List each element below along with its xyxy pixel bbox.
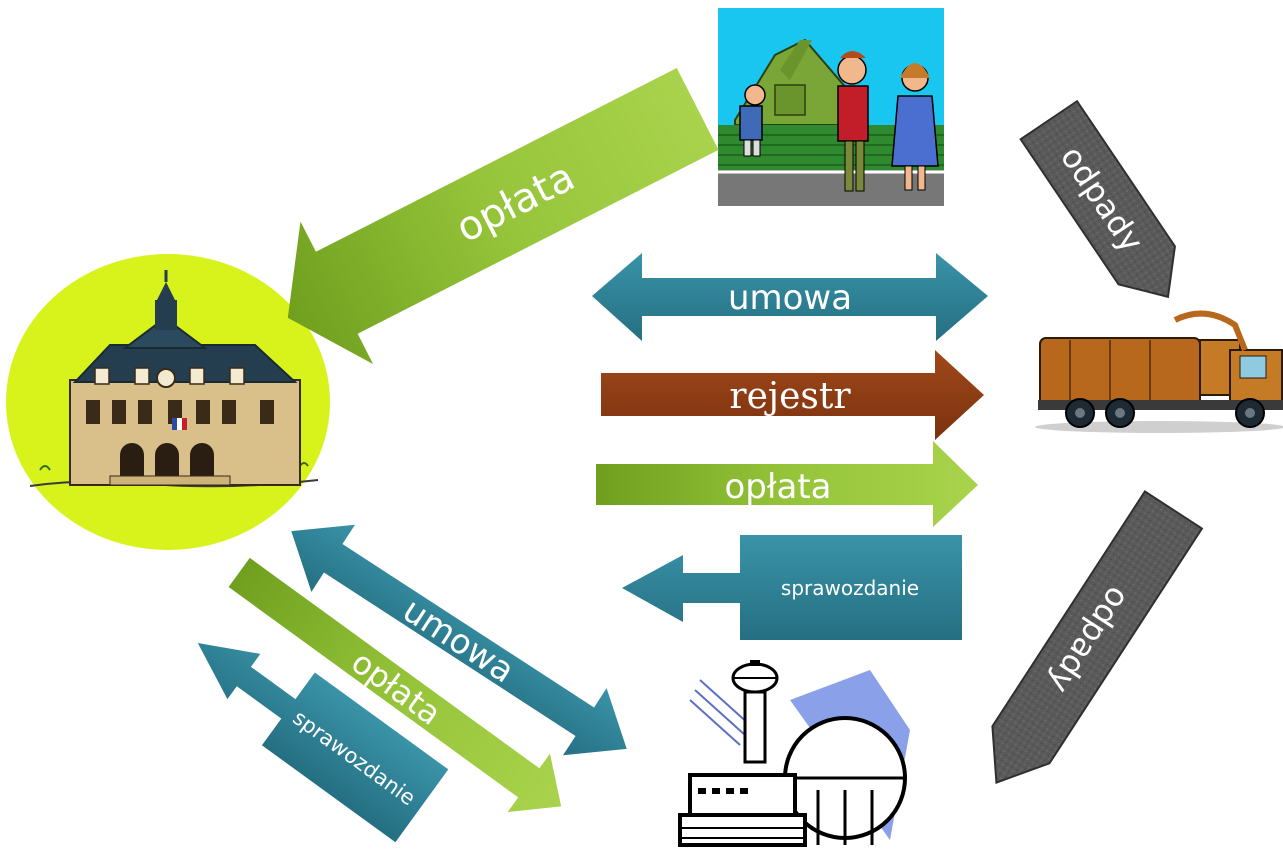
town-hall-icon (6, 254, 330, 550)
residents-family-icon (718, 8, 944, 206)
arrow-label-contract-plant: umowa (396, 590, 522, 691)
arrow-gmina-collector-contract: umowa (592, 253, 988, 341)
garbage-truck-icon (1035, 310, 1283, 433)
arrow-collector-report: sprawozdanie (622, 535, 962, 640)
arrow-residents-gmina-fee: opłata (287, 67, 719, 365)
arrow-label-report-collector: sprawozdanie (781, 576, 919, 600)
arrow-collector-waste: odpady (991, 490, 1204, 784)
arrow-label-register: rejestr (729, 376, 851, 417)
arrow-label-contract-collector: umowa (728, 278, 852, 318)
arrow-collector-fee: opłata (596, 441, 978, 527)
arrow-label-fee-collector: opłata (724, 467, 831, 507)
arrow-residents-waste: odpady (1019, 99, 1176, 299)
arrow-collector-register: rejestr (601, 350, 984, 440)
treatment-plant-icon (678, 660, 910, 847)
